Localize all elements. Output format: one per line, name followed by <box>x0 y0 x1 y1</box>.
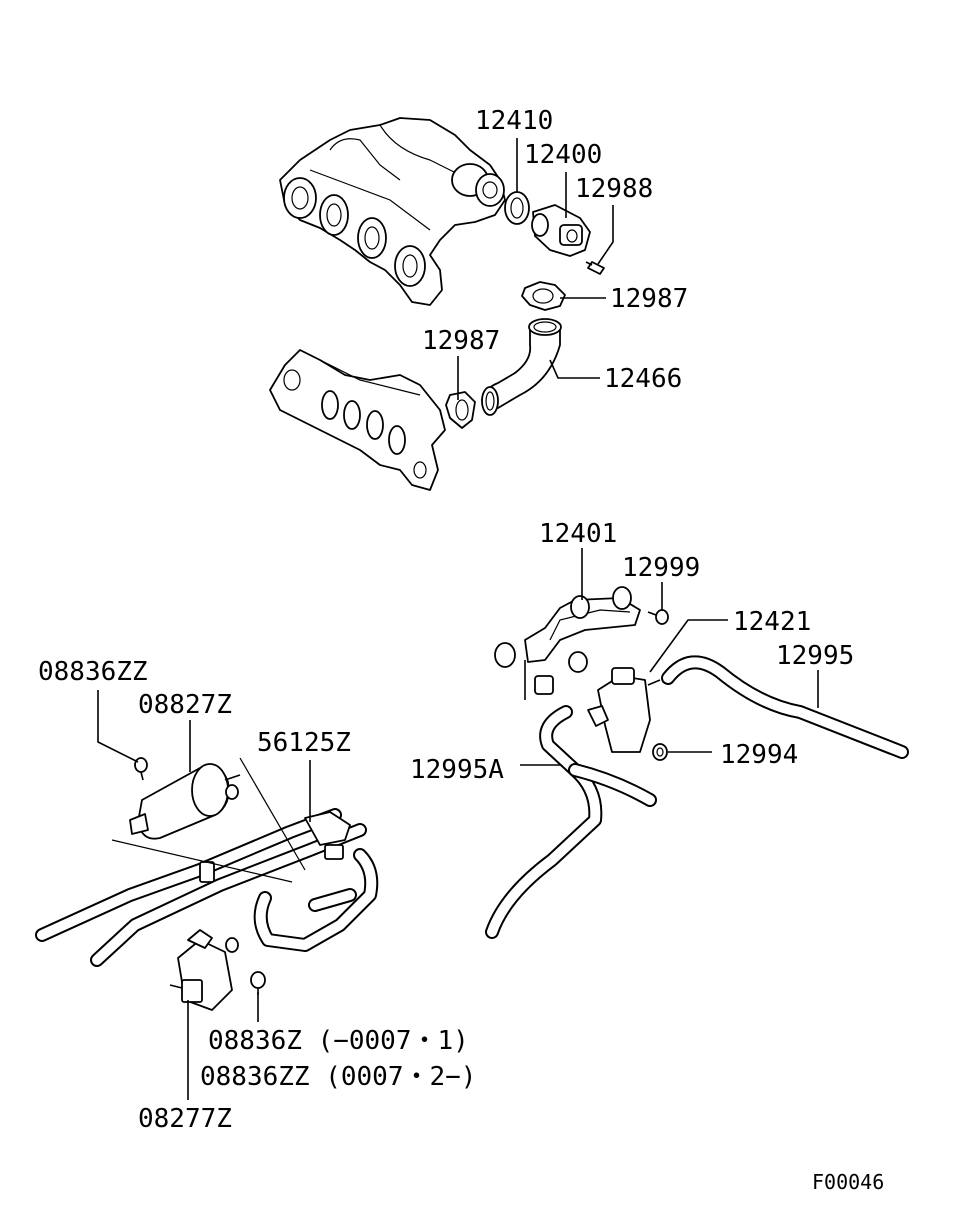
purge-valve-08277Z <box>169 929 239 1011</box>
gasket-12987-upper <box>521 281 566 311</box>
egr-gasket-12410 <box>504 191 530 225</box>
nut-12994 <box>652 743 668 761</box>
label-12988: 12988 <box>575 174 654 204</box>
label-12400: 12400 <box>524 140 603 170</box>
vapor-pipes <box>35 808 379 967</box>
label-08827Z: 08827Z <box>138 690 232 720</box>
label-12995A: 12995A <box>410 755 504 785</box>
label-12466: 12466 <box>604 364 683 394</box>
label-08836Z-range: 08836Z (−0007・1) <box>208 1026 469 1056</box>
label-12994: 12994 <box>720 740 799 770</box>
label-08836ZZ: 08836ZZ <box>38 657 148 687</box>
egr-valve-12400 <box>531 204 591 257</box>
label-12995: 12995 <box>776 641 855 671</box>
leader-lines-middle <box>520 548 819 766</box>
label-12401: 12401 <box>539 519 618 549</box>
solenoid-bracket-12401 <box>494 586 641 700</box>
exhaust-manifold <box>269 349 446 491</box>
vacuum-hose-12995A <box>485 705 657 939</box>
bolt-12988 <box>585 261 605 275</box>
figure-code: F00046 <box>812 1170 885 1194</box>
leader-lines-left <box>97 690 311 1100</box>
vacuum-hose-12995 <box>661 655 909 759</box>
leader-lines-top <box>457 138 614 400</box>
label-12421: 12421 <box>733 607 812 637</box>
label-12987-upper: 12987 <box>610 284 689 314</box>
intake-manifold <box>279 117 506 306</box>
gasket-12987-lower <box>445 391 476 429</box>
label-12410: 12410 <box>475 106 554 136</box>
egr-pipe-12466 <box>481 318 562 416</box>
solenoid-valve-12421 <box>587 667 661 753</box>
reference-triangle <box>111 757 306 883</box>
bolt-12999 <box>647 609 669 625</box>
label-08277Z: 08277Z <box>138 1104 232 1134</box>
label-08836ZZ-range: 08836ZZ (0007・2−) <box>200 1062 477 1092</box>
label-12999: 12999 <box>622 553 701 583</box>
label-12987-lower: 12987 <box>422 326 501 356</box>
label-56125Z: 56125Z <box>257 728 351 758</box>
screw-08836Z-lower <box>250 971 266 995</box>
canister-08827Z <box>129 763 241 840</box>
